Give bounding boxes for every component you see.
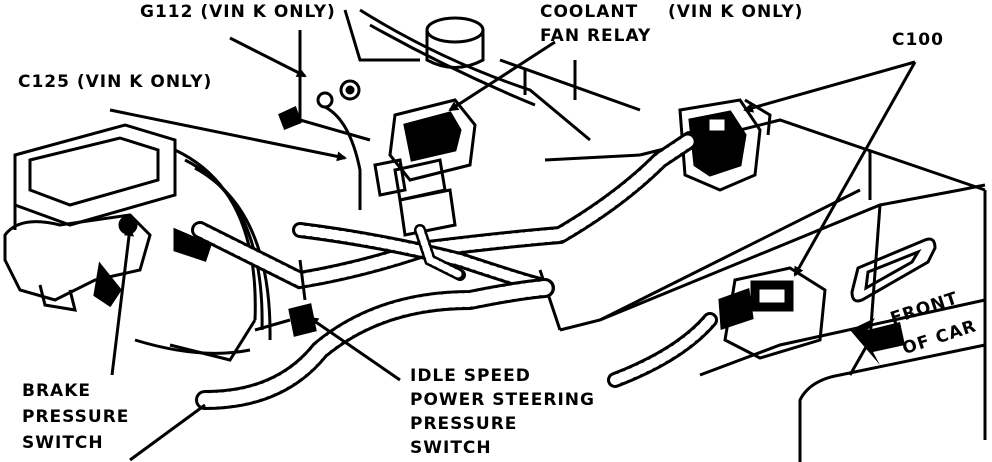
g112-ground [278,79,362,210]
label-idle-speed: IDLE SPEED [410,366,531,386]
label-vin-k-only: (VIN K ONLY) [668,2,804,22]
label-ps-switch: SWITCH [410,438,492,458]
label-brake: BRAKE [22,381,91,401]
front-of-car-arrow [850,318,905,365]
label-coolant: COOLANT [540,2,639,22]
front-panel-slot [850,237,937,303]
reservoir-cap [425,16,485,69]
label-brake-switch: SWITCH [22,433,104,453]
c100-upper-connector [678,98,772,192]
label-power-steering: POWER STEERING [410,390,595,410]
label-c100: C100 [892,30,944,50]
label-g112: G112 (VIN K ONLY) [140,2,336,22]
brake-master-cylinder [3,123,177,312]
coolant-fan-relay [373,98,477,237]
label-fan-relay: FAN RELAY [540,26,652,46]
label-c125: C125 (VIN K ONLY) [18,72,213,92]
label-ps-pressure: PRESSURE [410,414,518,434]
leader-arrows [109,36,917,462]
label-brake-pressure: PRESSURE [22,407,130,427]
wiring-harness [191,131,718,410]
c100-lower-connector [718,266,827,360]
brake-booster [134,148,272,362]
power-steering-switch-body [173,227,317,337]
